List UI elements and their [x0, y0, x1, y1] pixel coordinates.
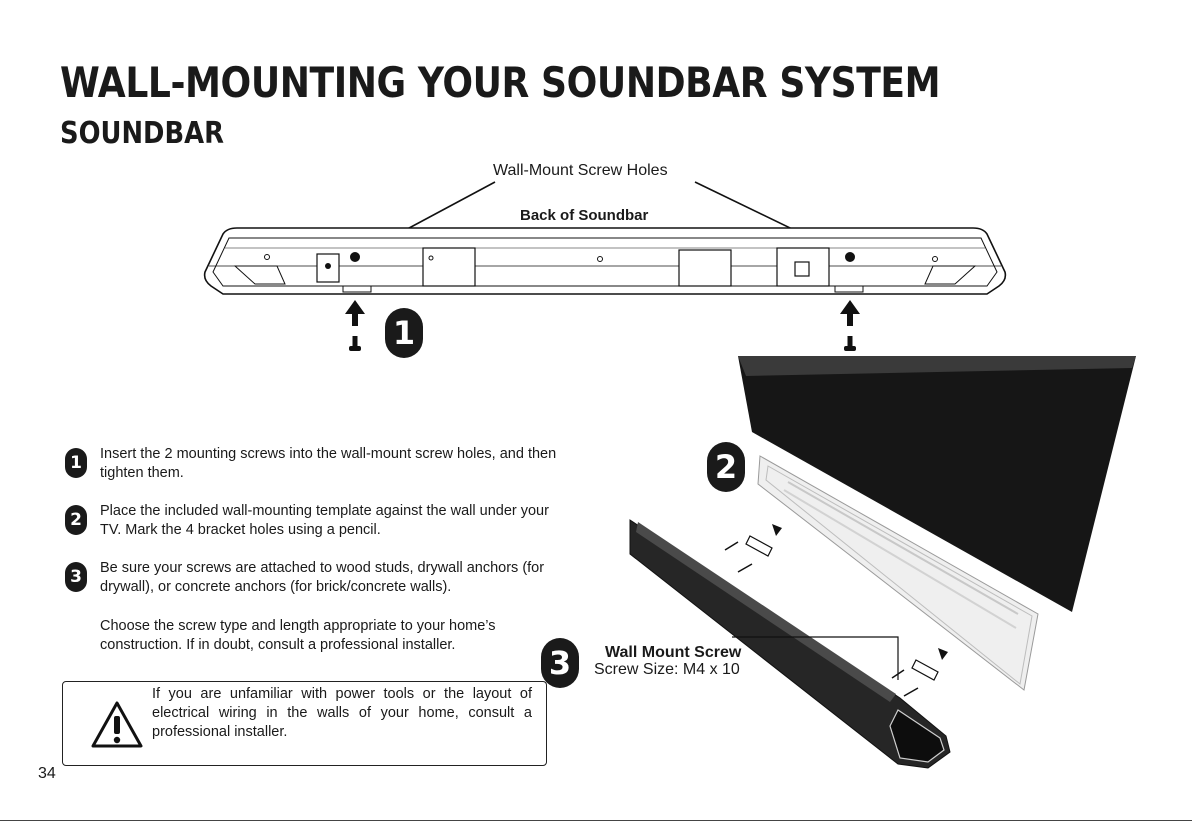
warning-text: If you are unfamiliar with power tools o… — [152, 686, 532, 740]
page-title: WALL-MOUNTING YOUR SOUNDBAR SYSTEM — [60, 58, 941, 107]
screw-callout-title: Wall Mount Screw — [605, 644, 742, 661]
soundbar-back-diagram — [203, 181, 1007, 351]
installer-note: Choose the screw type and length appropr… — [100, 618, 496, 653]
step-2-marker: 2 — [707, 442, 745, 492]
soundbar-mounting-illustration — [629, 356, 1136, 769]
step-1-badge: 1 — [65, 448, 87, 478]
screw-holes-callout: Wall-Mount Screw Holes — [493, 162, 668, 179]
screw-size-label: Screw Size: M4 x 10 — [594, 661, 740, 678]
warning-box — [62, 681, 547, 766]
step-3-badge: 3 — [65, 562, 87, 592]
step-1-text: Insert the 2 mounting screws into the wa… — [100, 446, 557, 481]
step-3-marker: 3 — [541, 638, 579, 688]
warning-icon — [91, 701, 143, 748]
step-2-badge: 2 — [65, 505, 87, 535]
bottom-rule — [0, 820, 1192, 821]
page-number: 34 — [38, 765, 56, 782]
section-subtitle: SOUNDBAR — [60, 116, 224, 151]
back-of-soundbar-label: Back of Soundbar — [520, 207, 649, 224]
step-2-text: Place the included wall-mounting templat… — [100, 503, 549, 538]
step-3-text: Be sure your screws are attached to wood… — [100, 560, 545, 595]
step-1-marker: 1 — [385, 308, 423, 358]
